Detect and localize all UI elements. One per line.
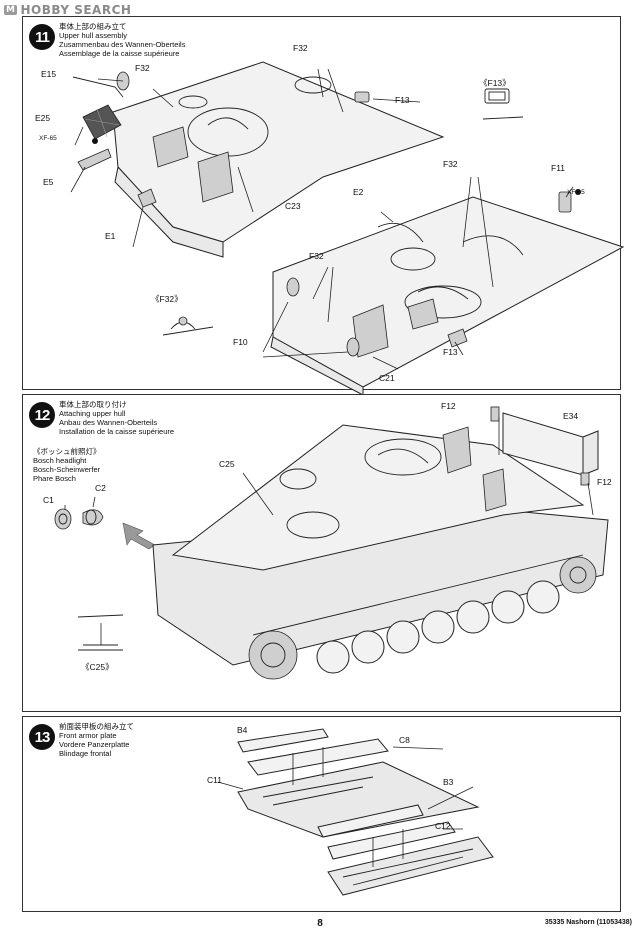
label-xf65: XF-65: [39, 135, 57, 142]
step-11-panel: 11 車体上部の組み立て Upper hull assembly Zusamme…: [22, 16, 625, 396]
label-c1: C1: [43, 495, 54, 505]
headlight-title-fr: Phare Bosch: [33, 474, 76, 483]
label-e34: E34: [563, 411, 579, 421]
headlight-title-jp: 《ボッシュ前照灯》: [33, 447, 101, 456]
headlight-title-block: 《ボッシュ前照灯》 Bosch headlight Bosch-Scheinwe…: [33, 447, 101, 483]
step-title-block: 前面装甲板の組み立て Front armor plate Vordere Pan…: [59, 722, 134, 758]
label-b4: B4: [237, 725, 248, 735]
step-title-de: Anbau des Wannen-Oberteils: [59, 418, 158, 427]
step-13-panel: 13 前面装甲板の組み立て Front armor plate Vordere …: [22, 716, 621, 912]
label-e2: E2: [353, 187, 364, 197]
headlight-title-de: Bosch-Scheinwerfer: [33, 465, 101, 474]
front-armor-illustration: [217, 728, 494, 896]
step-title-block: 車体上部の組み立て Upper hull assembly Zusammenba…: [59, 22, 185, 58]
step-title-en: Upper hull assembly: [59, 31, 127, 40]
label-c25: C25: [219, 459, 235, 469]
label-f11: F11: [551, 163, 566, 173]
label-f12: F12: [441, 401, 456, 411]
step-title-de: Zusammenbau des Wannen-Oberteils: [59, 40, 186, 49]
label-f32: F32: [309, 251, 324, 261]
label-c11: C11: [207, 775, 222, 785]
label-f32: F32: [293, 43, 308, 53]
label-f10: F10: [233, 337, 248, 347]
product-code: 35335 Nashorn (11053438): [544, 919, 632, 926]
label-f12: F12: [597, 477, 612, 487]
step-title-jp: 前面装甲板の組み立て: [59, 722, 134, 731]
label-f32-detail: 《F32》: [151, 294, 183, 304]
step-title-de: Vordere Panzerplatte: [59, 740, 130, 749]
step-number: 11: [29, 24, 55, 50]
step-number: 13: [29, 724, 55, 750]
page-number: 8: [317, 918, 323, 929]
watermark-badge: M: [4, 5, 18, 15]
label-c25-detail: 《C25》: [81, 662, 114, 672]
label-f13-detail: 《F13》: [479, 78, 511, 88]
step-title-fr: Assemblage de la caisse supérieure: [59, 49, 180, 58]
label-xf65: XF-65: [567, 189, 585, 196]
label-f32: F32: [135, 63, 150, 73]
label-e15: E15: [41, 69, 57, 79]
label-c23: C23: [285, 201, 301, 211]
attaching-hull-illustration: [54, 406, 609, 680]
label-e5: E5: [43, 177, 54, 187]
upper-hull-assembly-illustration: [70, 61, 625, 396]
label-f13: F13: [395, 95, 410, 105]
label-c12: C12: [435, 821, 451, 831]
step-title-block: 車体上部の取り付け Attaching upper hull Anbau des…: [59, 400, 174, 436]
label-c8: C8: [399, 735, 410, 745]
label-f13: F13: [443, 347, 458, 357]
step-12-panel: 12 車体上部の取り付け Attaching upper hull Anbau …: [22, 394, 621, 712]
label-e25: E25: [35, 113, 51, 123]
step-title-en: Attaching upper hull: [59, 409, 126, 418]
step-title-fr: Blindage frontal: [59, 749, 112, 758]
label-f32: F32: [443, 159, 458, 169]
watermark-text: HOBBY SEARCH: [20, 3, 132, 17]
hobby-search-watermark: M HOBBY SEARCH: [4, 2, 131, 18]
label-b3: B3: [443, 777, 454, 787]
step-number: 12: [29, 402, 55, 428]
label-e1: E1: [105, 231, 116, 241]
label-c2: C2: [95, 483, 106, 493]
step-title-fr: Installation de la caisse supérieure: [59, 427, 175, 436]
headlight-title-en: Bosch headlight: [33, 456, 87, 465]
step-title-jp: 車体上部の組み立て: [59, 22, 127, 31]
step-title-jp: 車体上部の取り付け: [59, 400, 127, 409]
label-c21: C21: [379, 373, 395, 383]
step-title-en: Front armor plate: [59, 731, 117, 740]
